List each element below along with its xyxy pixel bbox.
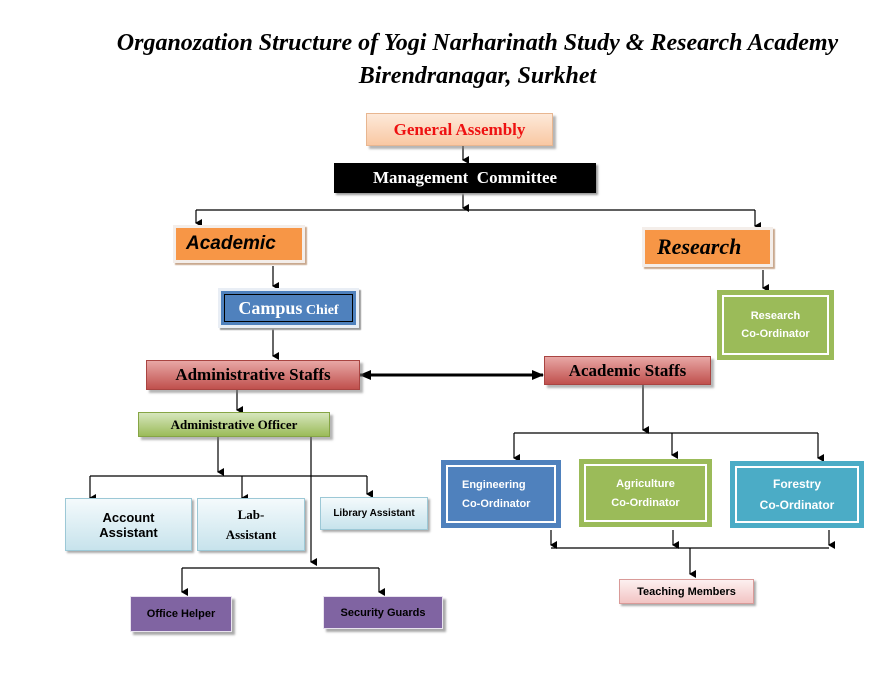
chart-title: Organozation Structure of Yogi Narharina…: [116, 30, 839, 56]
node-engineering-coordinator: Engineering Co-Ordinator: [441, 460, 561, 528]
node-office-helper-label: Office Helper: [146, 608, 216, 620]
node-administrative-staffs-label: Administrative Staffs: [175, 365, 331, 384]
node-research: Research: [642, 227, 773, 267]
node-teaching-members: Teaching Members: [619, 579, 754, 604]
node-research-coordinator-line2: Co-Ordinator: [741, 328, 810, 340]
node-agriculture-coordinator-line2: Co-Ordinator: [611, 496, 680, 509]
node-security-guards-label: Security Guards: [340, 606, 426, 619]
node-academic-staffs: Academic Staffs: [544, 356, 711, 385]
node-library-assistant: Library Assistant: [320, 497, 428, 530]
node-security-guards: Security Guards: [323, 596, 443, 629]
node-research-coordinator-line1: Research: [750, 310, 801, 322]
node-academic-label: Academic: [186, 233, 276, 254]
node-campus-chief: Campus Chief: [218, 288, 359, 328]
node-lab-assistant-line2: Assistant: [225, 526, 277, 542]
node-library-assistant-label: Library Assistant: [333, 508, 415, 519]
node-general-assembly-label: General Assembly: [393, 119, 526, 139]
node-account-assistant-line2: Assistant: [99, 524, 158, 540]
node-engineering-coordinator-line1: Engineering: [462, 478, 526, 491]
node-academic: Academic: [173, 225, 305, 263]
node-administrative-officer: Administrative Officer: [138, 412, 330, 437]
node-management-committee: Management Committee: [334, 163, 596, 193]
node-administrative-staffs: Administrative Staffs: [146, 360, 360, 390]
node-research-label: Research: [657, 234, 742, 259]
node-campus-chief-label: Campus Chief: [238, 297, 339, 318]
node-forestry-coordinator: Forestry Co-Ordinator: [730, 461, 864, 528]
node-lab-assistant: Lab- Assistant: [197, 498, 305, 551]
node-engineering-coordinator-line2: Co-Ordinator: [462, 497, 531, 510]
node-research-coordinator: Research Co-Ordinator: [717, 290, 834, 360]
node-account-assistant-line1: Account: [102, 509, 155, 525]
node-forestry-coordinator-line1: Forestry: [772, 477, 822, 491]
node-forestry-coordinator-line2: Co-Ordinator: [759, 498, 835, 512]
node-general-assembly: General Assembly: [366, 113, 553, 146]
node-agriculture-coordinator: Agriculture Co-Ordinator: [579, 459, 712, 527]
node-administrative-officer-label: Administrative Officer: [170, 416, 298, 432]
chart-subtitle: Birendranagar, Surkhet: [358, 63, 597, 89]
node-management-committee-label: Management Committee: [372, 168, 558, 187]
node-agriculture-coordinator-line1: Agriculture: [616, 477, 675, 490]
node-lab-assistant-line1: Lab-: [237, 506, 265, 522]
node-account-assistant: Account Assistant: [65, 498, 192, 551]
node-office-helper: Office Helper: [130, 596, 232, 632]
node-academic-staffs-label: Academic Staffs: [568, 360, 687, 380]
node-teaching-members-label: Teaching Members: [637, 585, 736, 598]
